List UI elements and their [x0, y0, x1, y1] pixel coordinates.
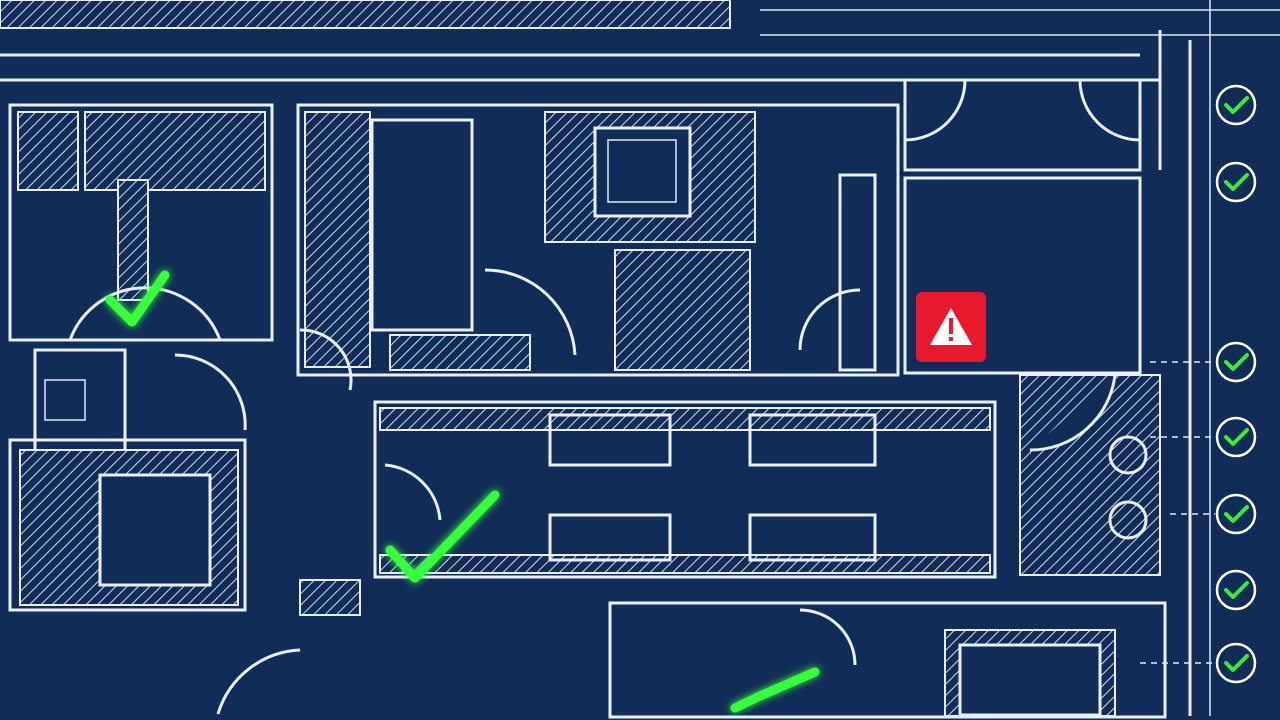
check-circle-icon: [1215, 84, 1257, 126]
checkmark-icon: [730, 667, 820, 713]
check-circle-icon: [1215, 161, 1257, 203]
warning-triangle-icon[interactable]: [916, 292, 986, 362]
status-column: [1215, 84, 1257, 684]
left-rooms: [8, 103, 274, 612]
check-circle-icon: [1215, 493, 1257, 535]
leader-lines: [1140, 361, 1215, 664]
check-circle-icon: [1215, 416, 1257, 458]
check-circle-icon: [1215, 642, 1257, 684]
check-circle-icon: [1215, 341, 1257, 383]
checkmark-icon: [385, 490, 500, 583]
right-rooms: [216, 78, 1167, 719]
check-circle-icon: [1215, 569, 1257, 611]
corridor: [373, 400, 997, 579]
checkmark-icon: [105, 270, 170, 327]
central-rooms: [296, 103, 900, 391]
